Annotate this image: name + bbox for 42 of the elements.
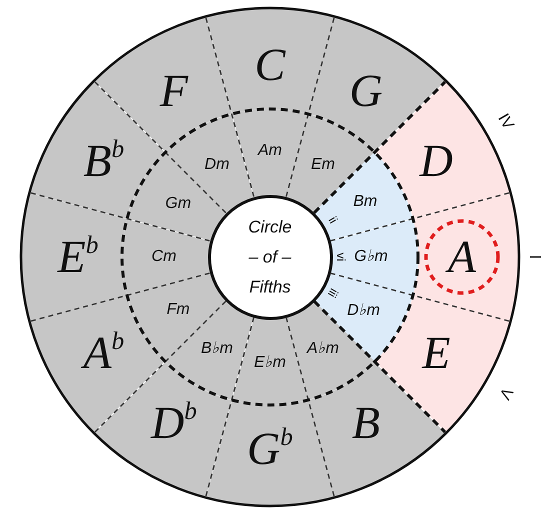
minor-key-name: G♭m [354, 248, 388, 265]
major-key-sector [206, 8, 334, 114]
major-key-name: C [254, 42, 286, 88]
minor-key-name: E♭m [254, 354, 286, 371]
minor-key-name: A♭m [306, 340, 339, 357]
roman-numeral: vi [334, 252, 347, 262]
minor-key-sector [232, 109, 308, 198]
major-key-name: G [349, 68, 383, 114]
minor-key-sector [313, 152, 413, 242]
major-key-name: B$^{b}$ [83, 138, 124, 184]
major-key-name: B [352, 400, 380, 446]
major-key-name: D$^{b}$ [151, 400, 197, 446]
minor-key-name: Em [310, 157, 335, 174]
minor-key-sector [286, 114, 375, 214]
minor-key-name: D♭m [347, 302, 380, 319]
major-key-name: D [420, 138, 453, 184]
major-key-sector [412, 192, 519, 322]
roman-numeral: ii [326, 215, 340, 226]
minor-key-sector [165, 300, 254, 400]
minor-key-name: Gm [165, 196, 192, 212]
minor-key-name: Am [258, 143, 282, 159]
roman-numeral: iii [326, 287, 340, 300]
minor-key-name: Bm [353, 194, 378, 210]
minor-key-name: Cm [152, 248, 176, 265]
major-key-name: F [160, 68, 188, 114]
minor-key-sector [165, 114, 254, 214]
major-key-name: E [422, 330, 450, 376]
major-key-sector [21, 192, 128, 322]
major-key-name: A$^{b}$ [83, 330, 124, 376]
minor-key-name: Fm [166, 302, 190, 318]
roman-numeral: I [526, 254, 542, 260]
roman-numeral: IV [494, 110, 516, 132]
major-key-sector [206, 400, 334, 506]
roman-numeral: V [495, 384, 514, 402]
minor-key-sector [122, 218, 212, 296]
center-title: Circle – of – Fifths [247, 216, 293, 298]
major-key-name: G$^{b}$ [247, 426, 293, 472]
major-key-name: E$^{b}$ [58, 234, 98, 280]
minor-key-name: Dm [204, 157, 230, 174]
major-key-name: A [448, 234, 476, 280]
minor-key-sector [127, 152, 227, 242]
minor-key-name: B♭m [200, 340, 233, 357]
